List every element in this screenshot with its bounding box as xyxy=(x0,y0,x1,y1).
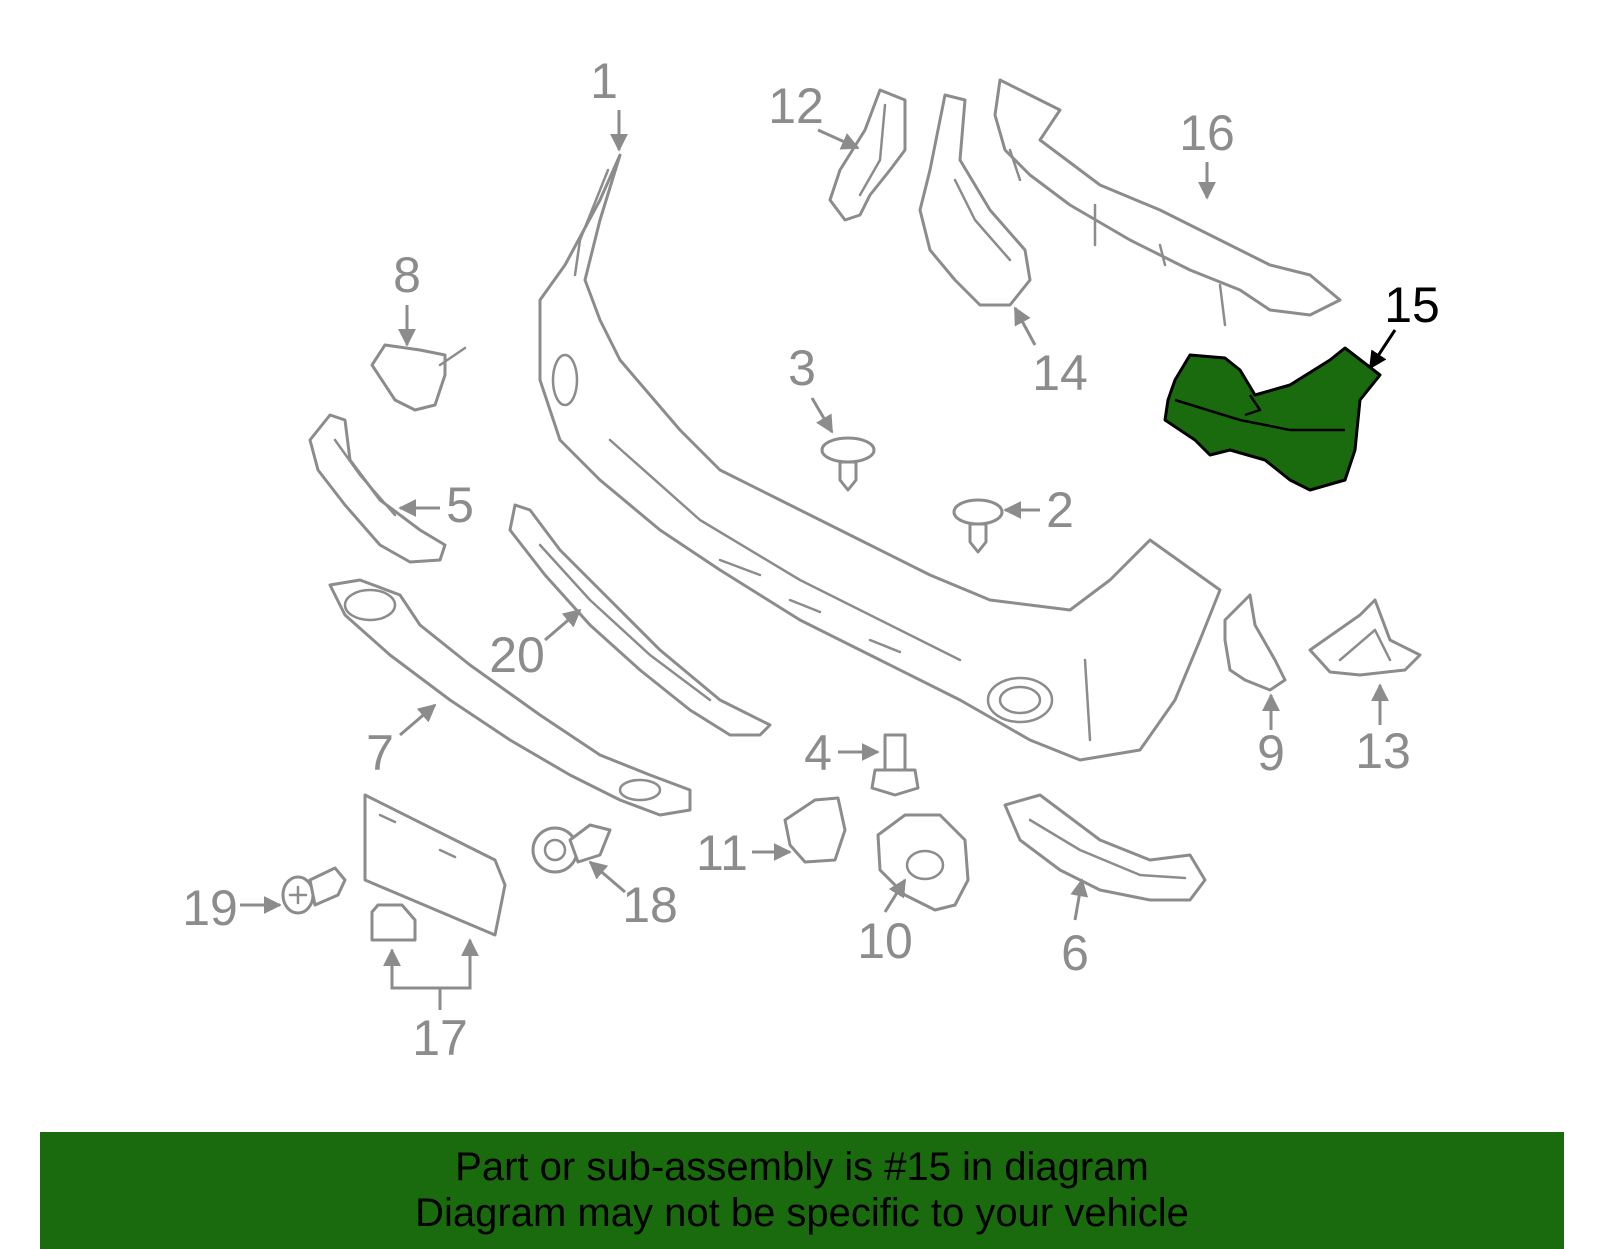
part-2-clip[interactable] xyxy=(952,498,1004,554)
callout-5: 5 xyxy=(446,477,474,533)
callout-2: 2 xyxy=(1046,482,1074,538)
callout-7: 7 xyxy=(366,725,394,781)
part-16-reinforcement[interactable] xyxy=(993,78,1342,327)
part-8[interactable] xyxy=(370,343,467,412)
leader-17a xyxy=(383,948,442,1010)
callout-8: 8 xyxy=(393,247,421,303)
leader-7 xyxy=(399,703,437,737)
leader-17b xyxy=(440,938,479,990)
leader-10 xyxy=(883,878,907,913)
leader-6 xyxy=(1070,878,1089,921)
part-10[interactable] xyxy=(876,813,970,912)
caption-line-2: Diagram may not be specific to your vehi… xyxy=(415,1191,1189,1235)
callout-13: 13 xyxy=(1355,723,1411,779)
part-4-bolt[interactable] xyxy=(870,733,920,797)
callout-11: 11 xyxy=(696,825,748,881)
part-17-plate-bracket[interactable] xyxy=(363,793,507,942)
part-6[interactable] xyxy=(1003,793,1207,902)
callout-14: 14 xyxy=(1032,345,1088,401)
callout-9: 9 xyxy=(1257,725,1285,781)
leader-15 xyxy=(1368,329,1397,370)
part-20[interactable] xyxy=(508,503,772,737)
part-18[interactable] xyxy=(531,823,612,874)
callout-16: 16 xyxy=(1179,105,1235,161)
callout-17: 17 xyxy=(412,1010,468,1066)
part-12[interactable] xyxy=(828,88,907,222)
leader-12 xyxy=(817,128,860,150)
part-19-screw[interactable] xyxy=(281,866,347,915)
leader-14 xyxy=(1013,306,1037,346)
part-14[interactable] xyxy=(918,93,1032,307)
callout-1: 1 xyxy=(590,53,618,109)
part-9[interactable] xyxy=(1223,593,1287,692)
callout-15: 15 xyxy=(1384,277,1440,333)
part-1-bumper-cover[interactable] xyxy=(538,153,1222,762)
part-3-clip[interactable] xyxy=(820,436,876,492)
caption-line-1: Part or sub-assembly is #15 in diagram xyxy=(455,1145,1149,1189)
callout-12: 12 xyxy=(768,78,824,134)
leader-18 xyxy=(588,860,626,894)
callout-3: 3 xyxy=(788,340,816,396)
callout-6: 6 xyxy=(1061,925,1089,981)
callout-4: 4 xyxy=(804,725,832,781)
callout-18: 18 xyxy=(622,877,678,933)
part-11[interactable] xyxy=(783,796,847,864)
callout-10: 10 xyxy=(857,913,913,969)
callout-20: 20 xyxy=(489,627,545,683)
callout-19: 19 xyxy=(182,880,238,936)
part-7[interactable] xyxy=(328,578,692,817)
leader-3 xyxy=(810,397,834,434)
part-5[interactable] xyxy=(308,413,447,564)
leader-20 xyxy=(544,608,582,642)
caption-banner: Part or sub-assembly is #15 in diagram D… xyxy=(40,1132,1564,1249)
part-13[interactable] xyxy=(1308,598,1422,677)
part-15-highlighted[interactable] xyxy=(1163,346,1382,492)
